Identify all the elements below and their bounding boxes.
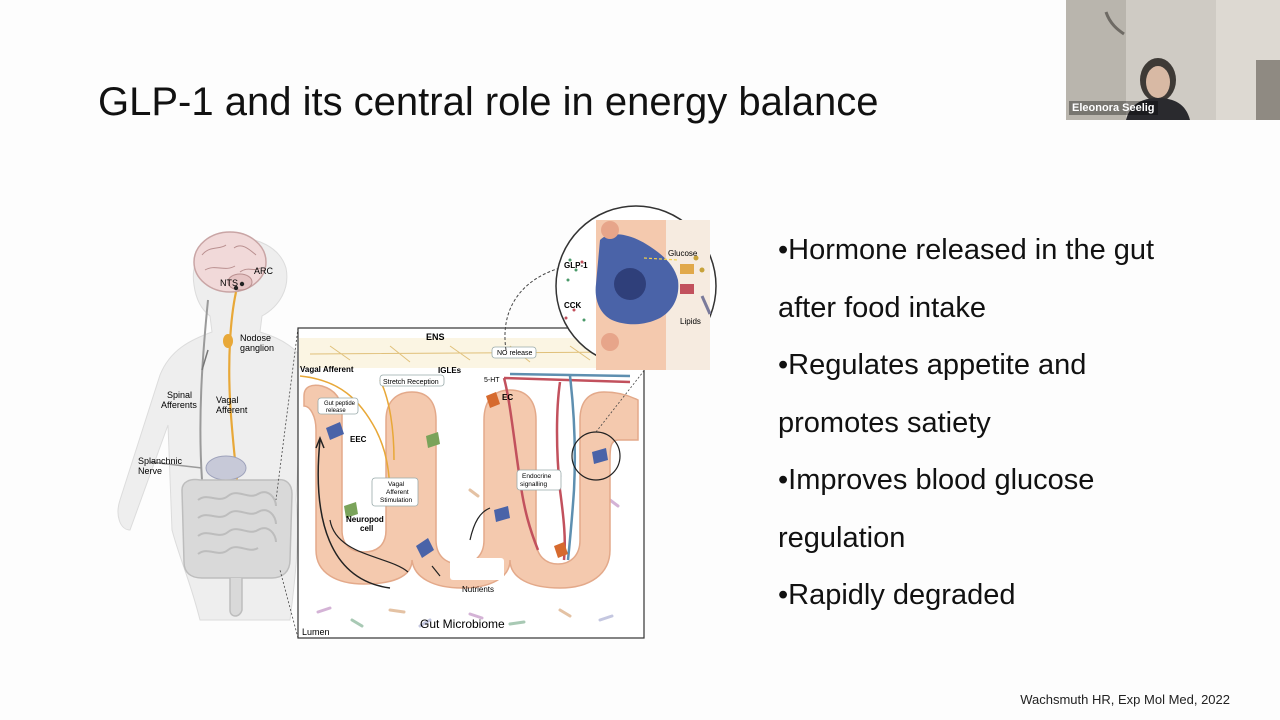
- igles-label: IGLEs: [438, 366, 462, 375]
- cell-inset: [555, 205, 717, 370]
- nutrients-label: Nutrients: [462, 585, 494, 594]
- no-release-label: NO release: [497, 350, 533, 357]
- vas-label-3: Stimulation: [380, 497, 413, 504]
- spinal-arrow: [201, 349, 209, 371]
- vagal-afferent-label: Afferent: [216, 405, 248, 415]
- diagram-svg: ARC NTS Nodose ganglion Spinal Afferents…: [117, 205, 717, 639]
- endocrine-label-2: signalling: [520, 481, 547, 488]
- inset-zoom-line: [595, 311, 691, 433]
- citation: Wachsmuth HR, Exp Mol Med, 2022: [1020, 692, 1230, 707]
- gut-peptide-label-2: release: [326, 408, 346, 414]
- five-ht-label: 5-HT: [484, 377, 500, 384]
- bullet-line: after food intake: [778, 291, 986, 324]
- gut-peptide-label-1: Gut peptide: [324, 401, 356, 407]
- nodose-label: Nodose: [240, 333, 271, 343]
- bullet-line: regulation: [778, 521, 906, 554]
- lumen-label: Lumen: [302, 627, 330, 637]
- spinal-afferent-line: [199, 299, 209, 481]
- ens-label: ENS: [426, 332, 445, 342]
- ec-label: EC: [502, 393, 513, 402]
- spinal-ganglion: [205, 455, 247, 481]
- spinal-label: Spinal: [167, 390, 192, 400]
- microbiome-label: Gut Microbiome: [420, 617, 505, 631]
- neuropod-label-2: cell: [360, 524, 373, 533]
- vas-label-1: Vagal: [388, 481, 405, 488]
- bullet-line: •Hormone released in the gut: [778, 234, 1155, 266]
- cck-label: CCK: [564, 301, 582, 310]
- glucose-label: Glucose: [668, 249, 698, 258]
- nts-label: NTS: [220, 278, 238, 288]
- arc-label: ARC: [254, 266, 274, 276]
- stretch-label: Stretch Reception: [383, 379, 439, 386]
- lipids-label: Lipids: [680, 317, 701, 326]
- brain: [193, 231, 267, 293]
- ganglion-label: ganglion: [240, 343, 274, 353]
- bullet-line: •Regulates appetite and: [778, 349, 1087, 381]
- zoom-line-top: [275, 327, 299, 501]
- participant-name: Eleonora Seelig: [1069, 101, 1158, 115]
- eec-label: EEC: [350, 435, 367, 444]
- vagal-label: Vagal: [216, 395, 238, 405]
- webcam-tile[interactable]: Eleonora Seelig: [1066, 0, 1280, 120]
- glp1-diagram: ARC NTS Nodose ganglion Spinal Afferents…: [90, 200, 730, 650]
- afferents-label: Afferents: [161, 400, 197, 410]
- bullet-list: •Hormone released in the gut after food …: [778, 222, 1248, 625]
- inset-dashed-arrow: [504, 267, 561, 351]
- vagal-afferent-panel-label: Vagal Afferent: [300, 365, 354, 374]
- glp1-label: GLP-1: [564, 261, 588, 270]
- splanchnic-label: Splanchnic: [138, 456, 183, 466]
- nodose-ganglion: [223, 334, 233, 348]
- vas-label-2: Afferent: [386, 489, 409, 496]
- splanchnic-line: [149, 461, 203, 469]
- webcam-video: [1066, 0, 1280, 120]
- bullet-line: •Rapidly degraded: [778, 579, 1016, 611]
- slide-title: GLP-1 and its central role in energy bal…: [98, 80, 879, 124]
- bullet-line: promotes satiety: [778, 406, 991, 439]
- bullet-line: •Improves blood glucose: [778, 464, 1095, 496]
- gut-panel: [297, 327, 645, 639]
- neuropod-label-1: Neuropod: [346, 515, 384, 524]
- endocrine-label-1: Endocrine: [522, 473, 552, 480]
- intestines: [181, 478, 293, 617]
- nerve-label: Nerve: [138, 466, 162, 476]
